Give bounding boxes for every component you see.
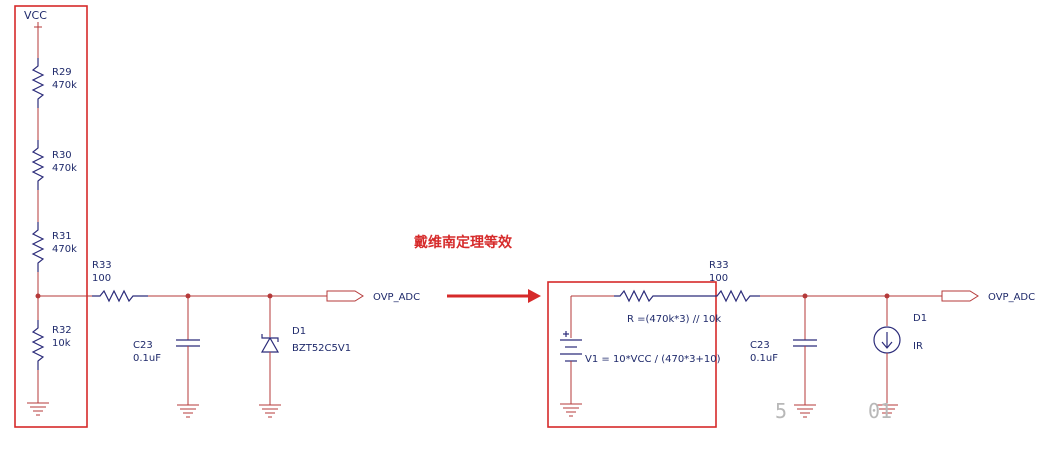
v-equivalent-label: V1 = 10*VCC / (470*3+10) (585, 354, 721, 365)
ghost-text-b: 01 (868, 399, 892, 423)
ground-symbol-c23-left (177, 404, 199, 418)
r33-right-ref: R33 (709, 260, 729, 271)
thevenin-equivalent-label: 戴维南定理等效 (414, 234, 513, 251)
right-equivalent-highlight-box (547, 281, 717, 428)
r32-ref: R32 (52, 325, 72, 336)
ground-symbol-c23-right (794, 404, 816, 418)
c23-left-ref: C23 (133, 340, 153, 351)
r29-value: 470k (52, 80, 77, 91)
c23-left-value: 0.1uF (133, 353, 161, 364)
ovp-adc-right-label: OVP_ADC (988, 292, 1035, 303)
r29-resistor (31, 58, 45, 108)
ovp-adc-port-left-icon (326, 290, 364, 302)
c23-right-ref: C23 (750, 340, 770, 351)
d1-left-ref: D1 (292, 326, 306, 337)
r31-value: 470k (52, 244, 77, 255)
ground-symbol-d1-left (259, 404, 281, 418)
r29-ref: R29 (52, 67, 72, 78)
vcc-label: VCC (24, 9, 47, 22)
d1-right-ref: D1 (913, 313, 927, 324)
r30-ref: R30 (52, 150, 72, 161)
ghost-text-a: 5 (775, 399, 787, 423)
r33-left-value: 100 (92, 273, 111, 284)
r-equivalent-label: R =(470k*3) // 10k (627, 314, 721, 325)
right-arrow-icon (447, 289, 541, 303)
r32-resistor (31, 320, 45, 370)
r33-left-ref: R33 (92, 260, 112, 271)
ovp-adc-port-right-icon (941, 290, 979, 302)
r31-resistor (31, 222, 45, 272)
r33-right-resistor (710, 289, 760, 303)
r33-left-resistor (92, 289, 148, 303)
ground-symbol-battery (560, 403, 582, 417)
r31-ref: R31 (52, 231, 72, 242)
d1-right-value: IR (913, 341, 923, 352)
r32-value: 10k (52, 338, 71, 349)
r30-resistor (31, 140, 45, 190)
left-divider-highlight-box (14, 5, 88, 428)
d1-left-value: BZT52C5V1 (292, 343, 351, 354)
r30-value: 470k (52, 163, 77, 174)
current-source-icon (873, 326, 901, 354)
r33-right-value: 100 (709, 273, 728, 284)
ground-symbol-d1-right (876, 404, 898, 418)
ground-symbol-r32 (27, 402, 49, 416)
r-equivalent-resistor (614, 289, 710, 303)
ovp-adc-left-label: OVP_ADC (373, 292, 420, 303)
c23-right-value: 0.1uF (750, 353, 778, 364)
